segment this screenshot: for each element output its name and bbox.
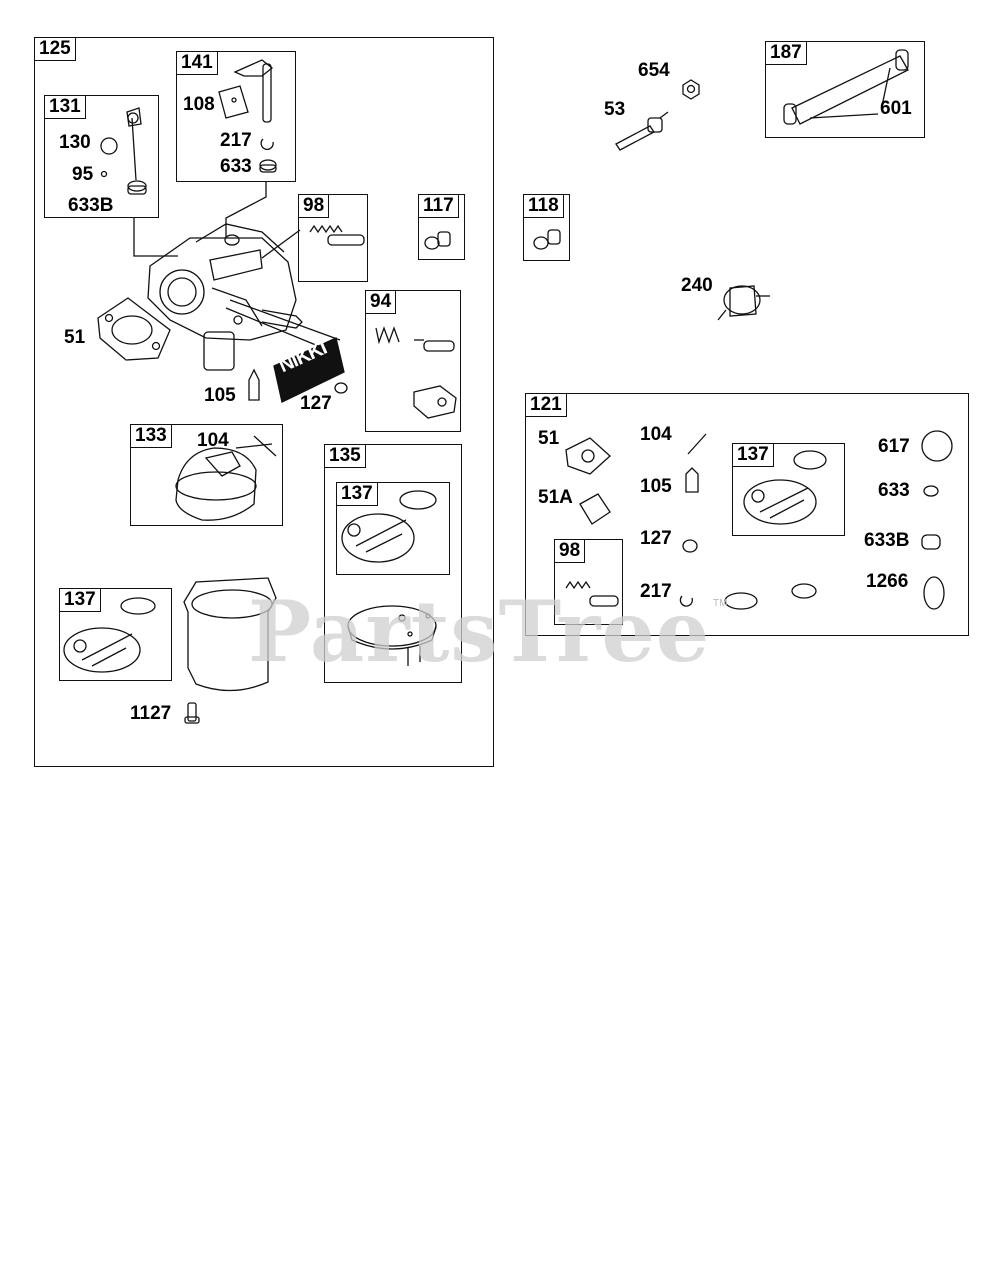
part-104-label[interactable]: 104: [197, 430, 229, 451]
gasket-kit-135-drawing: [341, 490, 437, 563]
part-105-label[interactable]: 105: [204, 385, 236, 406]
float-box: 133: [130, 424, 283, 526]
fuel-line-callout[interactable]: 187: [765, 41, 807, 65]
kit-part-105-label[interactable]: 105: [640, 476, 672, 497]
bowl-callout[interactable]: 135: [324, 444, 366, 468]
part-1127-label[interactable]: 1127: [130, 703, 172, 724]
kit-needle-box: 98: [554, 539, 623, 625]
needle-98-box: 98: [298, 194, 368, 282]
part-654-label[interactable]: 654: [638, 60, 670, 81]
choke-shaft-drawing: [100, 107, 147, 195]
part-108-label[interactable]: 108: [183, 94, 215, 115]
watermark-tm: TM: [713, 598, 728, 609]
idle-valve-box: 94: [365, 290, 461, 432]
float-callout[interactable]: 133: [130, 424, 172, 448]
throttle-box: 141: [176, 51, 296, 182]
kit-part-51a-label[interactable]: 51A: [538, 487, 573, 508]
throttle-shaft-drawing: [218, 59, 277, 173]
kit-part-633-label[interactable]: 633: [878, 480, 910, 501]
overhaul-kit-callout[interactable]: 121: [525, 393, 567, 417]
gasket-drawing: [97, 297, 171, 361]
part-240-label[interactable]: 240: [681, 275, 713, 296]
screw-118-box: 118: [523, 194, 570, 261]
screw-1127-drawing: [184, 702, 200, 724]
screw-118-callout[interactable]: 118: [523, 194, 564, 218]
watermark-logo: PartsTree: [248, 582, 711, 681]
gasket-kit-121-drawing: [743, 450, 827, 525]
kit-part-1266-label[interactable]: 1266: [866, 571, 909, 592]
kit-part-617-label[interactable]: 617: [878, 436, 910, 457]
bowl-drawing: [347, 605, 437, 666]
fuel-line-box: 187: [765, 41, 925, 138]
screw-117-box: 117: [418, 194, 465, 260]
part-53-label[interactable]: 53: [604, 99, 626, 120]
kit-part-51-label[interactable]: 51: [538, 428, 560, 449]
overhaul-kit-drawing: [565, 430, 953, 610]
choke-shaft-callout[interactable]: 131: [44, 95, 86, 119]
bowl-box: 135: [324, 444, 462, 683]
float-drawing: [175, 435, 277, 521]
fitting-drawing: [615, 111, 669, 151]
kit-gasket-box: 137: [732, 443, 845, 536]
jet-washer-drawing: [248, 368, 348, 401]
kit-needle-callout[interactable]: 98: [554, 539, 586, 563]
part-51-label[interactable]: 51: [64, 327, 86, 348]
nikki-decal-drawing: [273, 337, 345, 403]
part-601-label[interactable]: 601: [880, 98, 912, 119]
fuel-line-drawing: [783, 49, 909, 125]
main-kit-box: 125: [34, 37, 494, 767]
part-633-label[interactable]: 633: [220, 156, 252, 177]
idle-valve-callout[interactable]: 94: [365, 290, 397, 314]
choke-shaft-box: 131: [44, 95, 159, 218]
float-bowl-drawing: [183, 577, 277, 692]
gasket-kit-callout[interactable]: 137: [59, 588, 101, 612]
part-217-label[interactable]: 217: [220, 130, 252, 151]
part-95-label[interactable]: 95: [72, 164, 94, 185]
fuel-filter-drawing: [717, 285, 770, 321]
part-127-label[interactable]: 127: [300, 393, 332, 414]
screw-117-drawing: [424, 231, 451, 250]
gasket-kit-drawing: [63, 597, 156, 673]
kit-part-633b-label[interactable]: 633B: [864, 530, 910, 551]
bowl-gasket-kit-box: 137: [336, 482, 450, 575]
kit-gasket-callout[interactable]: 137: [732, 443, 774, 467]
nut-drawing: [682, 79, 700, 100]
needle-98-callout[interactable]: 98: [298, 194, 330, 218]
part-633b-label[interactable]: 633B: [68, 195, 114, 216]
part-130-label[interactable]: 130: [59, 132, 91, 153]
kit-part-127-label[interactable]: 127: [640, 528, 672, 549]
main-kit-callout[interactable]: 125: [34, 37, 76, 61]
bowl-gasket-kit-callout[interactable]: 137: [336, 482, 378, 506]
idle-valve-drawing: [375, 326, 457, 419]
carburetor-body-drawing: [147, 223, 341, 371]
needle-kit-121-drawing: [565, 580, 619, 607]
gasket-kit-box: 137: [59, 588, 172, 681]
overhaul-kit-box: 121: [525, 393, 969, 636]
throttle-callout[interactable]: 141: [176, 51, 218, 75]
kit-part-104-label[interactable]: 104: [640, 424, 672, 445]
kit-part-217-label[interactable]: 217: [640, 581, 672, 602]
screw-118-drawing: [533, 229, 561, 250]
screw-117-callout[interactable]: 117: [418, 194, 459, 218]
needle-valve-drawing: [261, 224, 365, 259]
